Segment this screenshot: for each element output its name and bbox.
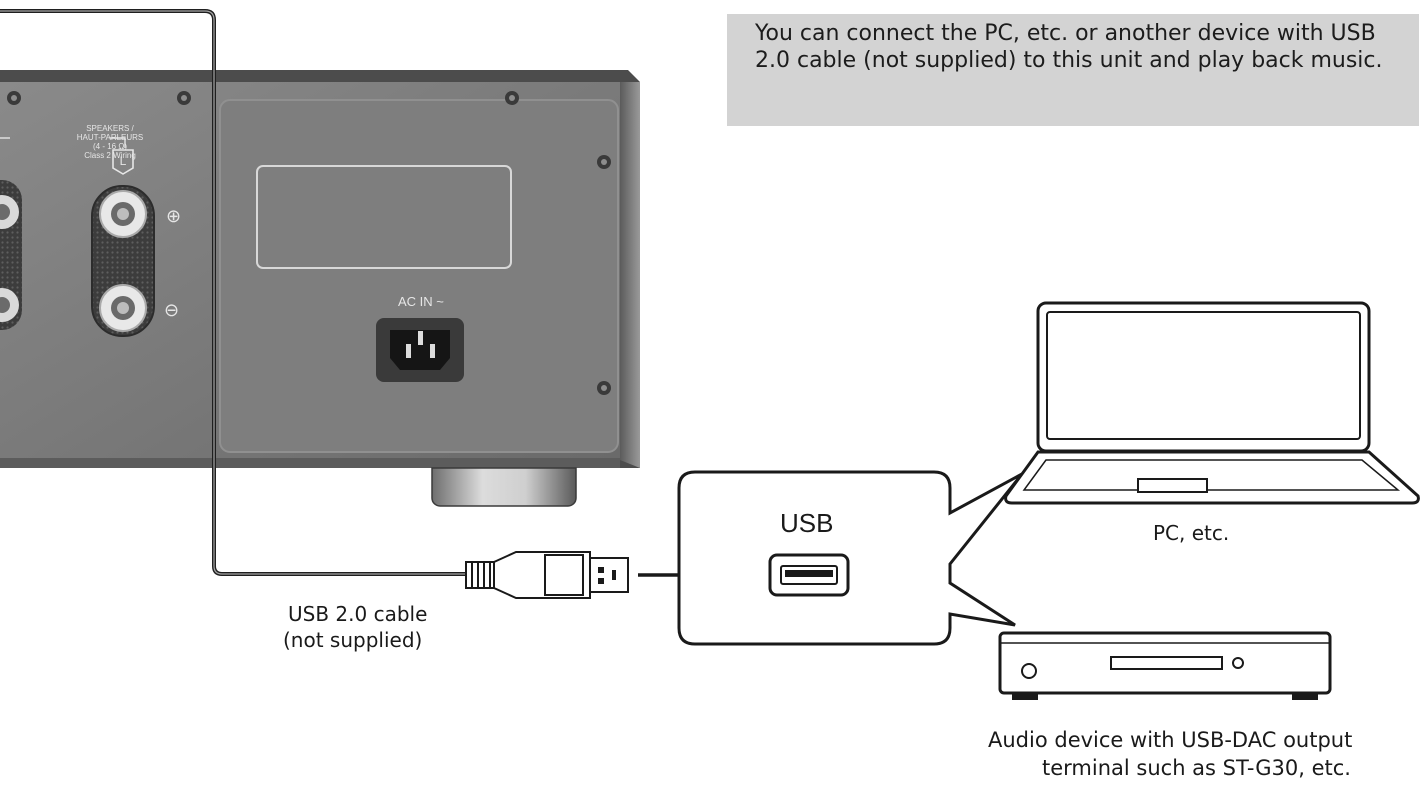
speakers-label-line3: (4 - 16 Ω) <box>93 142 127 151</box>
screw-icon <box>597 155 611 169</box>
speakers-label-line4: Class 2 Wiring <box>84 151 136 160</box>
usb-plug-icon <box>465 551 629 599</box>
audio-device-label-line2: terminal such as ST-G30, etc. <box>1042 756 1351 780</box>
info-note-text: You can connect the PC, etc. or another … <box>755 21 1383 73</box>
speakers-label-line1: SPEAKERS / <box>86 124 134 133</box>
speakers-label: SPEAKERS / HAUT-PARLEURS (4 - 16 Ω) Clas… <box>30 124 190 160</box>
channel-label: L <box>120 154 127 168</box>
speakers-label-line2: HAUT-PARLEURS <box>76 133 144 142</box>
laptop-icon <box>1004 301 1420 505</box>
screw-icon <box>505 91 519 105</box>
ac-inlet-icon <box>376 318 464 382</box>
screw-icon <box>597 381 611 395</box>
label-window <box>256 165 512 269</box>
ac-in-label: AC IN ~ <box>398 294 444 309</box>
screw-icon <box>7 91 21 105</box>
usb-cable <box>0 9 468 576</box>
unit-foot <box>431 467 577 507</box>
screw-icon <box>177 91 191 105</box>
channel-l-badge: L <box>112 149 134 175</box>
usb-callout <box>677 470 1024 646</box>
usb-label: USB <box>780 508 834 538</box>
speaker-terminal-l <box>91 185 155 337</box>
cable-label-line2: (not supplied) <box>283 628 423 652</box>
amplifier-rear-panel: L ⊕ ⊖ <box>0 70 640 507</box>
info-note: You can connect the PC, etc. or another … <box>727 14 1419 126</box>
audio-device-icon <box>998 631 1332 700</box>
pc-label: PC, etc. <box>1153 521 1230 545</box>
usb-port-icon <box>768 553 850 597</box>
minus-terminal-icon: ⊖ <box>164 300 179 321</box>
cable-label-line1: USB 2.0 cable <box>288 602 428 626</box>
plus-terminal-icon: ⊕ <box>166 206 181 227</box>
audio-device-label-line1: Audio device with USB-DAC output <box>988 728 1353 752</box>
